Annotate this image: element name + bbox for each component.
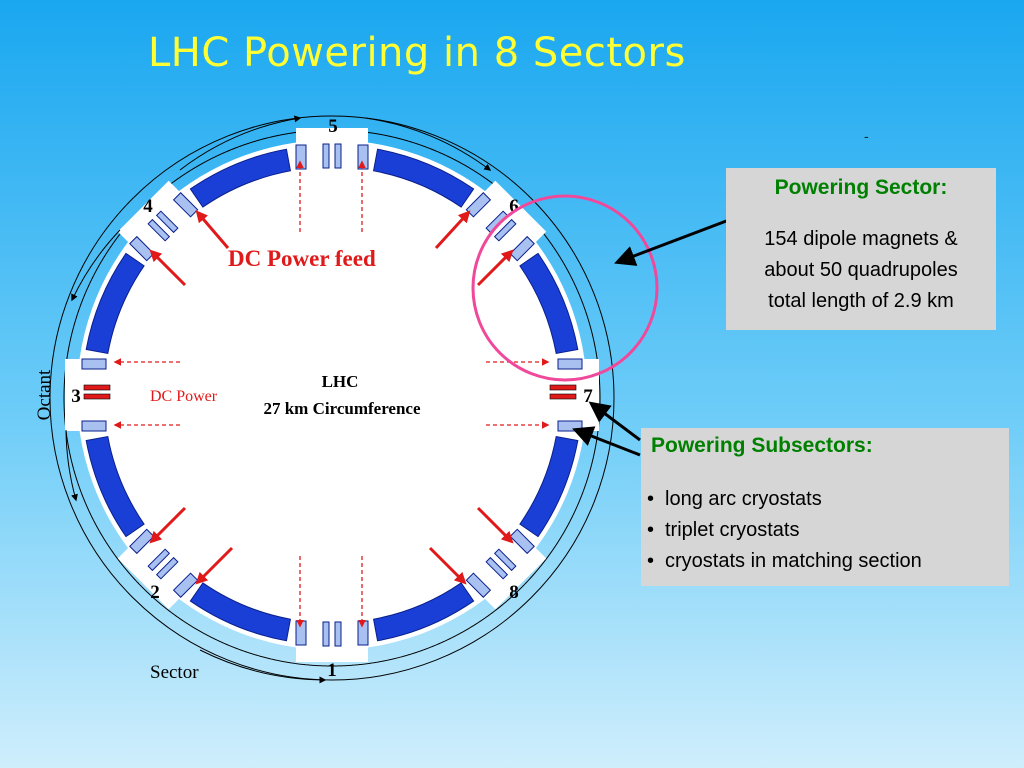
callout-arrow-sub-2 [572, 426, 641, 457]
gap-box [296, 606, 368, 662]
end-block [509, 528, 535, 555]
ring-interior [77, 140, 587, 650]
octant-number-2: 2 [150, 582, 160, 603]
dc-feed-arrow [476, 249, 514, 287]
insertion-bar [322, 621, 330, 647]
callout-arrow-sub-1 [588, 401, 641, 442]
octant-number-6: 6 [509, 196, 519, 217]
ring-arrow-left-bottom [65, 429, 78, 502]
dc-feed-arrow [149, 506, 187, 544]
octant-number-8: 8 [509, 582, 519, 603]
end-block [357, 144, 369, 170]
insertion-bar [155, 556, 179, 580]
insertion-bar [485, 556, 509, 580]
dc-feed-arrow [195, 546, 234, 585]
dc-bars-octant-7 [549, 384, 577, 400]
slide-title: LHC Powering in 8 Sectors [148, 30, 686, 76]
sector-arc [372, 148, 475, 208]
octant-number-5: 5 [328, 116, 338, 137]
powering-sector-box: Powering Sector: 154 dipole magnets & ab… [726, 168, 996, 330]
octant-gap [295, 606, 369, 662]
insertion-bar [147, 218, 171, 242]
subsector-item-3: cryostats in matching section [665, 550, 922, 572]
sector-label: Sector [150, 662, 199, 683]
sector-arc [85, 252, 145, 355]
insertion-bar [322, 143, 330, 169]
ring-arrow-bottom [199, 649, 327, 684]
sector-arc [85, 435, 145, 538]
bullet-icon: • [647, 488, 655, 510]
octant-gap [455, 180, 547, 272]
octant-label: Octant [34, 369, 55, 420]
insertion-bar [155, 210, 179, 234]
dc-power-label: DC Power [150, 388, 218, 405]
center-label-lhc: LHC [322, 372, 359, 391]
end-block [557, 358, 583, 370]
octant-gap [65, 358, 121, 432]
octant-gap [455, 518, 547, 610]
list-item: • cryostats in matching section [647, 546, 1009, 577]
ring-arrow-top-right [364, 117, 492, 171]
sector-arc [519, 435, 579, 538]
dc-feed-arrow [195, 210, 230, 249]
end-block [81, 420, 107, 432]
octant-number-1: 1 [327, 660, 337, 681]
ring-arrow-top [179, 115, 302, 171]
octant-gap [117, 518, 209, 610]
highlight-circle [471, 194, 659, 382]
sector-arc [519, 252, 579, 355]
end-block [172, 192, 199, 218]
end-block [509, 235, 535, 262]
insertion-bar [493, 548, 517, 572]
gap-box [296, 128, 368, 184]
bullet-icon: • [647, 519, 655, 541]
stray-dash: - [864, 128, 869, 144]
powering-sector-line-2: about 50 quadrupoles [764, 259, 958, 281]
sector-arc [189, 148, 292, 208]
list-item: • long arc cryostats [647, 484, 1009, 515]
end-block [172, 572, 199, 598]
end-block [295, 144, 307, 170]
insertion-bar [334, 621, 342, 647]
subsector-item-2: triplet cryostats [665, 519, 800, 541]
octant-number-7: 7 [583, 386, 593, 407]
powering-sector-heading: Powering Sector: [774, 176, 948, 199]
powering-subsectors-box: Powering Subsectors: • long arc cryostats… [641, 428, 1009, 586]
sector-arc [372, 582, 475, 642]
dc-power-feed-label: DC Power feed [228, 246, 376, 271]
dc-bars-octant-3 [83, 384, 111, 400]
dc-feed-arrow [476, 506, 514, 544]
dc-feed-arrow [434, 210, 471, 250]
end-block [295, 620, 307, 646]
insertion-bar [493, 218, 517, 242]
dc-feed-arrow [428, 546, 467, 585]
end-block [465, 572, 492, 598]
center-label-circumference: 27 km Circumference [263, 399, 421, 418]
octant-number-3: 3 [71, 386, 81, 407]
powering-sector-line-1: 154 dipole magnets & [764, 228, 958, 250]
powering-subsectors-heading: Powering Subsectors: [651, 434, 873, 457]
end-block [81, 358, 107, 370]
insertion-bar [147, 548, 171, 572]
end-block [357, 620, 369, 646]
insertion-bar [334, 143, 342, 169]
octant-gap [295, 128, 369, 184]
dc-feed-arrow [149, 249, 187, 287]
subsector-item-1: long arc cryostats [665, 488, 822, 510]
powering-sector-line-3: total length of 2.9 km [768, 290, 954, 312]
bullet-icon: • [647, 550, 655, 572]
outer-ring-line [49, 115, 615, 681]
octant-number-4: 4 [143, 196, 153, 217]
list-item: • triplet cryostats [647, 515, 1009, 546]
ring-arrow-left [71, 229, 121, 302]
